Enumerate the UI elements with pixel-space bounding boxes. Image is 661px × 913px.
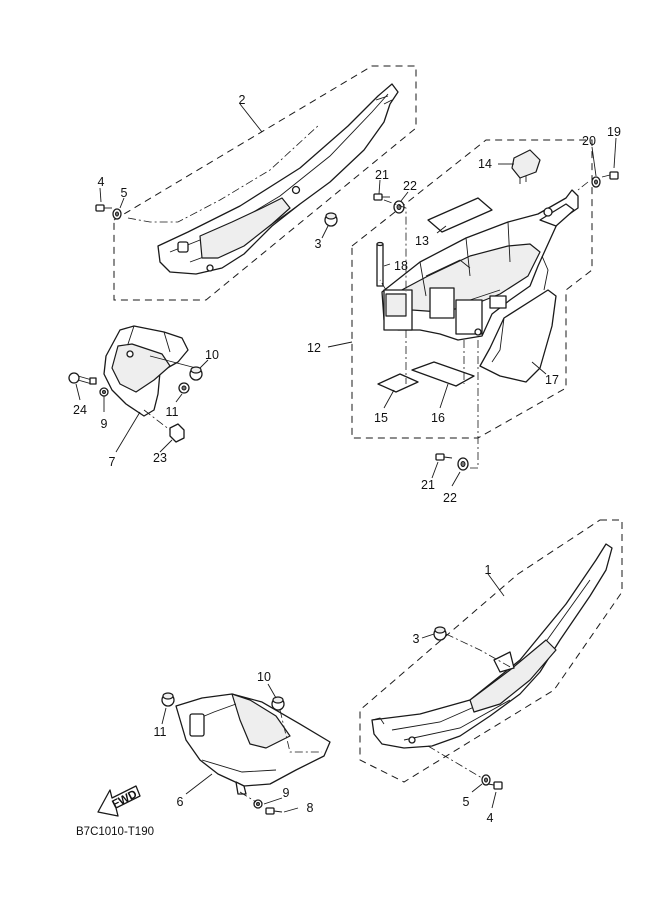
callout-1: 1 — [485, 563, 492, 577]
bolt-8 — [265, 807, 283, 815]
callout-15: 15 — [374, 411, 388, 425]
cover-7-group — [68, 325, 209, 453]
bolt-19 — [601, 171, 619, 180]
side-cover-2 — [157, 83, 399, 275]
clip-24 — [68, 372, 97, 385]
callout-21-lower: 21 — [421, 478, 435, 492]
cover-6-group — [161, 683, 331, 815]
fwd-arrow-icon: FWD — [97, 785, 141, 817]
drawing-code: B7C1010-T190 — [76, 826, 154, 838]
collar-11-mid — [178, 382, 190, 394]
callout-8: 8 — [307, 801, 314, 815]
callout-2: 2 — [239, 93, 246, 107]
tube-18 — [376, 241, 384, 287]
callout-3: 3 — [315, 237, 322, 251]
side-cover-1 — [371, 543, 613, 749]
bolt-21-upper — [373, 193, 390, 201]
grommet-10-bottom — [271, 696, 285, 711]
callout-6: 6 — [177, 795, 184, 809]
callout-5-lower: 5 — [463, 795, 470, 809]
pad-15 — [377, 373, 419, 393]
washer-20 — [591, 176, 601, 188]
bolt-21-lower — [435, 453, 453, 461]
callout-18: 18 — [394, 259, 408, 273]
assembly-outline-1 — [359, 519, 623, 783]
collar-22-lower — [457, 457, 469, 471]
callout-12: 12 — [307, 341, 321, 355]
washer-5-bottom — [481, 774, 491, 786]
callout-19: 19 — [607, 125, 621, 139]
callout-4-lower: 4 — [487, 811, 494, 825]
relay-14 — [511, 149, 541, 184]
callout-10-lower: 10 — [257, 670, 271, 684]
cover-17 — [479, 289, 557, 383]
callout-10: 10 — [205, 348, 219, 362]
callout-11-lower: 11 — [154, 725, 167, 739]
collar-22-upper — [393, 200, 405, 214]
callout-24: 24 — [73, 403, 87, 417]
callout-4: 4 — [98, 175, 105, 189]
callout-13: 13 — [415, 234, 429, 248]
panel-12-group — [327, 137, 619, 487]
callout-9-lower: 9 — [283, 786, 290, 800]
side-cover-1-group — [359, 519, 623, 809]
callout-16: 16 — [431, 411, 445, 425]
grommet-3-top — [324, 212, 338, 227]
side-cover-2-group — [95, 65, 417, 301]
callout-22: 22 — [403, 179, 417, 193]
callout-3-lower: 3 — [413, 632, 420, 646]
pad-16 — [411, 361, 475, 387]
callout-5: 5 — [121, 186, 128, 200]
bolt-4-top — [95, 204, 112, 212]
callout-23: 23 — [153, 451, 167, 465]
washer-9-mid — [99, 387, 109, 397]
callout-11: 11 — [166, 405, 179, 419]
callout-17: 17 — [545, 373, 559, 387]
grommet-3-bottom — [433, 626, 447, 641]
assembly-outline-12 — [351, 139, 593, 439]
callout-21: 21 — [375, 168, 389, 182]
nut-23 — [169, 423, 185, 443]
callout-9: 9 — [101, 417, 108, 431]
callout-7: 7 — [109, 455, 116, 469]
pad-13 — [427, 197, 493, 233]
washer-5-top — [112, 208, 122, 220]
cover-2-inner-edge — [127, 123, 321, 223]
bolt-4-bottom — [487, 781, 503, 790]
callout-20: 20 — [582, 134, 596, 148]
grommet-11-bottom — [161, 692, 175, 707]
assembly-outline-2 — [113, 65, 417, 301]
grommet-10-mid — [189, 366, 203, 381]
callout-22-lower: 22 — [443, 491, 457, 505]
callout-14: 14 — [478, 157, 492, 171]
